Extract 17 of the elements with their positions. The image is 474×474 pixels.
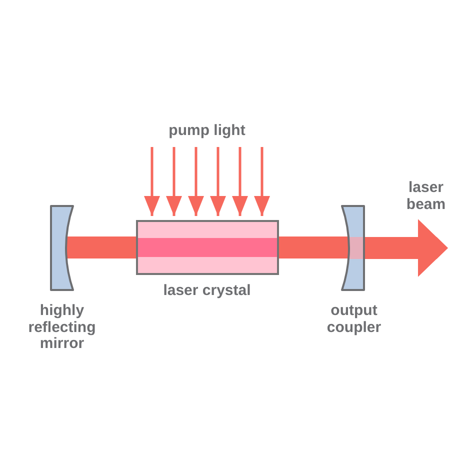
pump-arrow bbox=[210, 147, 226, 216]
pump-arrow bbox=[188, 147, 204, 216]
pump-arrow bbox=[166, 147, 182, 216]
laser-crystal bbox=[136, 220, 279, 275]
annotation-label: laser beam bbox=[405, 180, 447, 213]
pump-arrow bbox=[232, 147, 248, 216]
laser-beam bbox=[66, 236, 136, 258]
component-label: highly reflecting mirror bbox=[27, 303, 97, 352]
laser-beam bbox=[279, 236, 349, 258]
pump-arrow bbox=[254, 147, 270, 216]
output-coupler-mirror bbox=[341, 205, 365, 291]
annotation-label: pump light bbox=[168, 123, 246, 140]
laser-beam-arrow bbox=[365, 219, 448, 277]
reflecting-mirror bbox=[50, 205, 74, 291]
pump-arrow bbox=[144, 147, 160, 216]
component-label: laser crystal bbox=[162, 283, 252, 300]
component-label: output coupler bbox=[326, 303, 382, 336]
